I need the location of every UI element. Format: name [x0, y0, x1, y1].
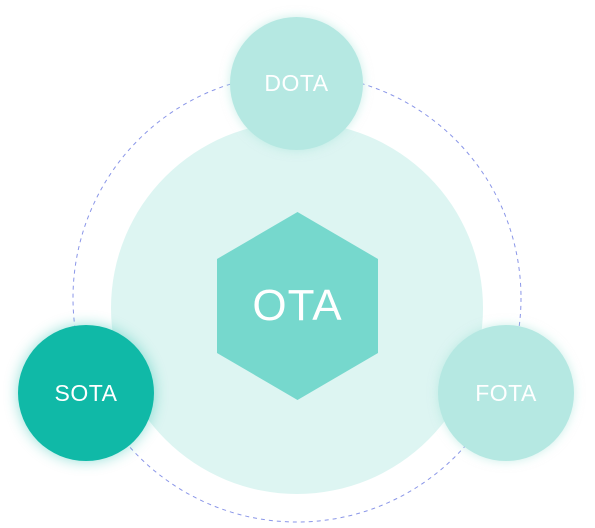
sota-label: SOTA	[54, 379, 118, 406]
dota-node[interactable]: DOTA	[230, 17, 363, 150]
sota-node[interactable]: SOTA	[18, 325, 154, 461]
ota-label: OTA	[252, 281, 343, 330]
fota-node[interactable]: FOTA	[438, 325, 574, 461]
dota-label: DOTA	[264, 70, 329, 96]
fota-label: FOTA	[475, 379, 537, 406]
